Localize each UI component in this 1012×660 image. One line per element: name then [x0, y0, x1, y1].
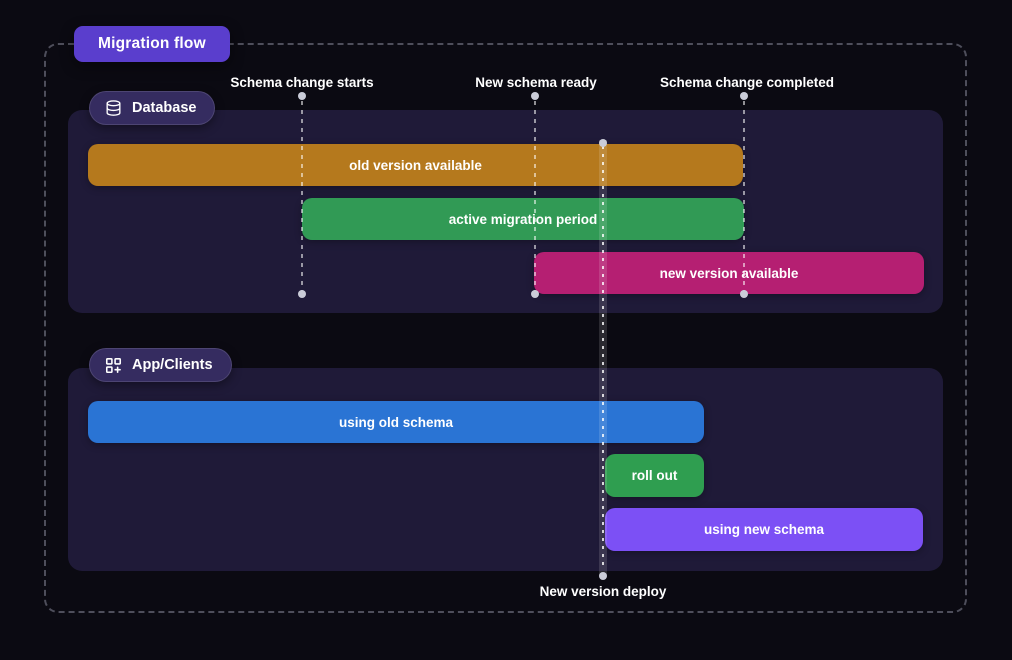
deploy-dot-top — [599, 139, 607, 147]
bar-label: old version available — [349, 157, 482, 173]
marker-line-new-schema-ready — [534, 101, 536, 291]
marker-label-new-schema-ready: New schema ready — [475, 75, 597, 90]
marker-label-schema-change-completed: Schema change completed — [659, 75, 835, 90]
deploy-label: New version deploy — [539, 584, 667, 599]
deploy-line — [602, 146, 604, 570]
marker-dot-bottom-3 — [740, 290, 748, 298]
bar-label: using old schema — [338, 414, 454, 430]
diagram-title-badge: Migration flow — [74, 26, 230, 62]
app-clients-badge-label: App/Clients — [132, 357, 213, 373]
bar-label: new version available — [659, 265, 799, 281]
marker-dot-top-1 — [298, 92, 306, 100]
bar-label: using new schema — [703, 522, 825, 537]
database-badge-label: Database — [132, 100, 197, 116]
bar-old-version-available: old version available — [88, 144, 743, 186]
marker-line-schema-change-completed — [743, 101, 745, 291]
diagram-dashed-border — [44, 43, 967, 613]
marker-line-schema-change-starts — [301, 101, 303, 291]
marker-dot-top-2 — [531, 92, 539, 100]
database-icon — [104, 99, 123, 118]
marker-dot-bottom-1 — [298, 290, 306, 298]
marker-dot-top-3 — [740, 92, 748, 100]
bar-roll-out: roll out — [605, 454, 704, 497]
apps-icon — [104, 356, 123, 375]
bar-label: active migration period — [448, 211, 598, 227]
diagram-title: Migration flow — [98, 35, 206, 52]
bar-active-migration-period: active migration period — [302, 198, 744, 240]
database-badge: Database — [89, 91, 216, 125]
bar-using-new-schema: using new schema — [605, 508, 923, 551]
bar-using-old-schema: using old schema — [88, 401, 704, 443]
bar-label: roll out — [631, 468, 678, 483]
app-clients-badge: App/Clients — [89, 348, 232, 382]
marker-label-schema-change-starts: Schema change starts — [230, 75, 374, 90]
deploy-dot-bottom — [599, 572, 607, 580]
bar-new-version-available: new version available — [534, 252, 924, 294]
marker-dot-bottom-2 — [531, 290, 539, 298]
